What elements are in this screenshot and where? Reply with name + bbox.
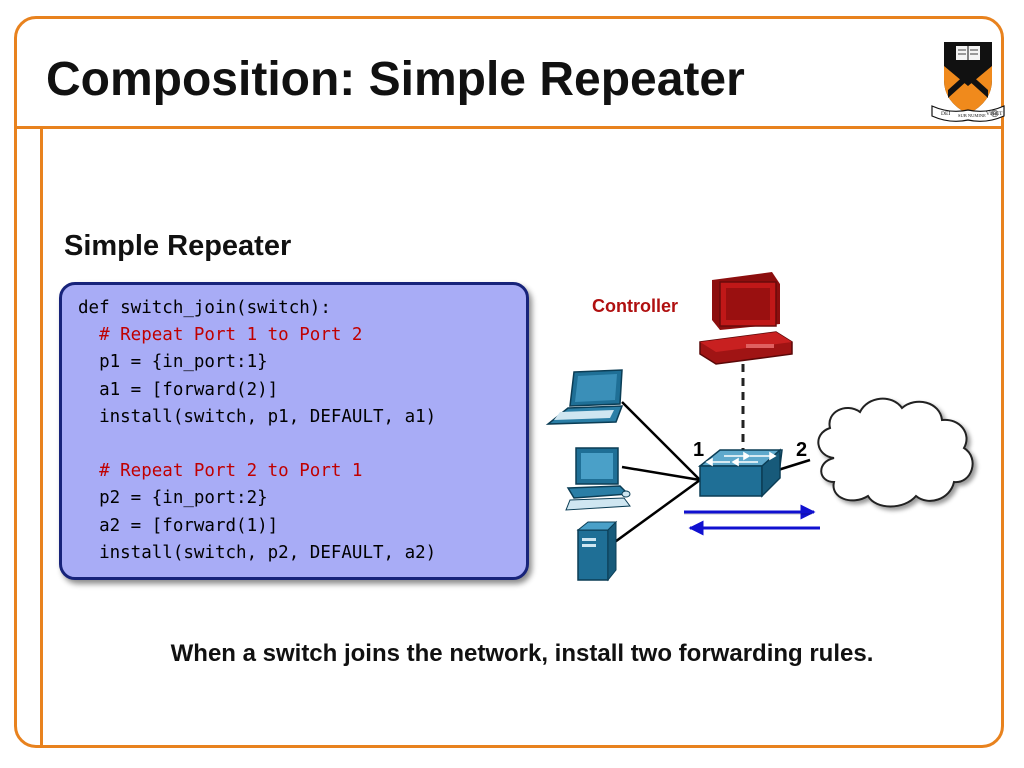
code-line: p1 = {in_port:1} (78, 352, 268, 373)
code-line (78, 431, 526, 458)
network-links (607, 401, 811, 549)
code-line: install(switch, p2, DEFAULT, a2) (78, 542, 437, 563)
code-line: install(switch, p1, DEFAULT, a1) (78, 406, 437, 427)
laptop-icon (545, 369, 624, 425)
logo-motto-right: VIGET (986, 111, 1003, 117)
registered-mark: ® (991, 109, 999, 120)
code-line: def switch_join(switch): (78, 298, 331, 318)
network-diagram: Controller 1 2 (545, 272, 974, 582)
desktop-icon (565, 447, 631, 511)
slide-title: Composition: Simple Repeater (46, 53, 745, 106)
code-line: p2 = {in_port:2} (78, 488, 268, 509)
controller-icon (699, 272, 793, 365)
code-line: a1 = [forward(2)] (78, 379, 279, 400)
logo-motto-center: SUB NUMINE (958, 113, 986, 118)
port-2-label: 2 (796, 439, 807, 461)
section-heading: Simple Repeater (64, 230, 292, 262)
server-icon (576, 520, 618, 582)
cloud-icon (817, 397, 974, 508)
title-divider (16, 126, 1004, 129)
switch-icon (697, 448, 783, 498)
left-divider (40, 129, 43, 746)
code-line: a2 = [forward(1)] (78, 515, 279, 536)
caption: When a switch joins the network, install… (170, 640, 874, 667)
code-block: def switch_join(switch): # Repeat Port 1… (59, 282, 529, 580)
slide-frame (14, 16, 1004, 748)
code-comment-line: # Repeat Port 1 to Port 2 (78, 325, 363, 346)
controller-label: Controller (592, 296, 678, 316)
port-1-label: 1 (693, 439, 704, 461)
code-comment-line: # Repeat Port 2 to Port 1 (78, 461, 363, 482)
princeton-shield-logo: DEI SUB NUMINE VIGET (931, 42, 1005, 122)
logo-motto-left: DEI (941, 111, 950, 117)
